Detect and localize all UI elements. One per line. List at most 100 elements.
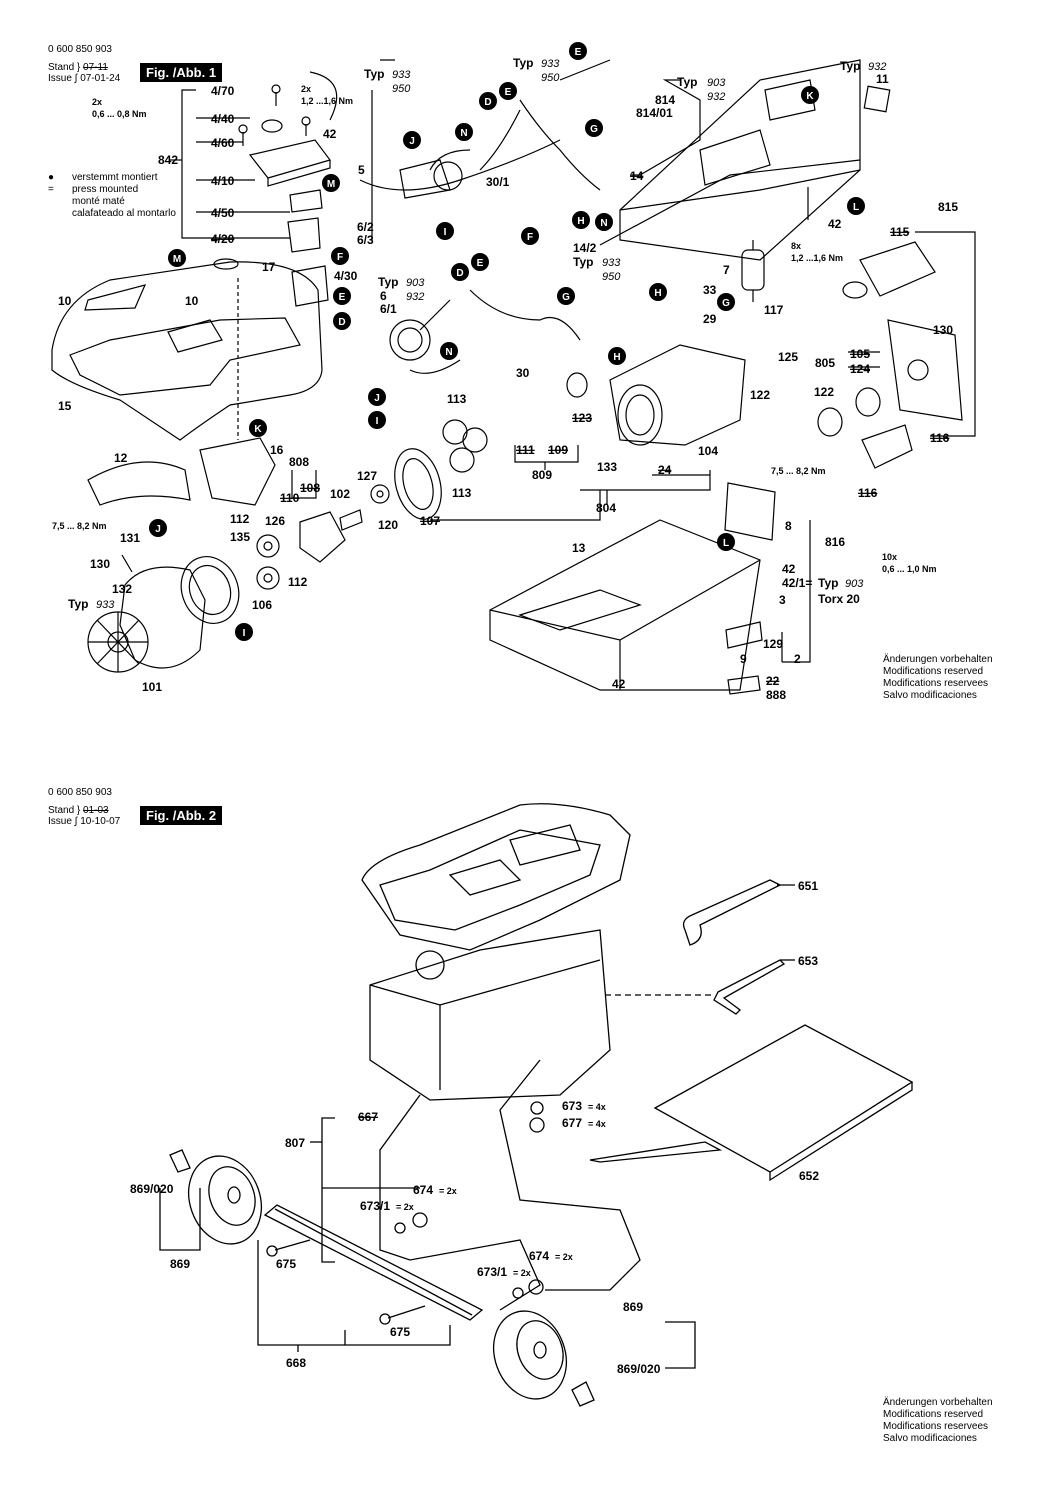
connector-h-1-part [572,211,590,229]
connector-m-2-part: M [173,254,181,265]
label-10-a: 10 [58,294,72,308]
label-4-70: 4/70 [211,84,235,98]
legend-line-en: press mounted [72,184,139,195]
label-7: 7 [723,263,730,277]
connector-j-1-part [403,131,421,149]
connector-e-1: E [499,82,517,100]
connector-d-2: D [333,312,351,330]
torque-c: 1,2 ...1,6 Nm [791,253,843,263]
torque-f: 0,6 ... 1,0 Nm [882,564,937,574]
label-42-a: 42 [323,127,337,141]
connector-i-1-part: I [444,227,447,238]
label-42-c: 42 [782,562,796,576]
legend-line-es: calafateado al montarlo [72,208,176,219]
disclaimer2-fr: Modifications reservees [883,1421,989,1432]
frame-667 [379,1094,541,1311]
disclaimer-fr: Modifications reservees [883,678,989,689]
label-16: 16 [270,443,284,457]
part-labels: 4/70 4/40 4/60 842 4/10 4/50 4/20 4/30 4… [52,56,958,1376]
label-122-a: 122 [814,385,834,399]
fig2-doc-number: 0 600 850 903 [48,787,112,798]
label-805: 805 [815,356,835,370]
label-108: 108 [300,481,320,495]
label-104: 104 [698,444,718,458]
connector-j-1: J [403,131,421,149]
label-typ-932-3: 932 [707,91,725,103]
label-816: 816 [825,535,845,549]
connector-j-1-part: J [409,136,415,147]
connector-j-3: J [149,519,167,537]
torque-b-count: 2x [301,84,311,94]
connector-l-2-part: L [723,538,729,549]
connector-j-2-part [368,388,386,406]
connector-n-1-part [455,123,473,141]
label-107: 107 [420,514,440,528]
label-102: 102 [330,487,350,501]
label-130-a: 130 [933,323,953,337]
connector-h-1: H [572,211,590,229]
connector-i-1-part [436,222,454,240]
fig2-issue: Issue ∫ 10-10-07 [48,816,121,827]
connector-h-3: H [649,283,667,301]
label-675-b: 675 [390,1325,410,1339]
connector-j-3-part [149,519,167,537]
fig2-issue-label: Issue [48,816,72,827]
connector-m-2: M [168,249,186,267]
axle-668 [263,1204,484,1321]
connector-e-2: E [333,287,351,305]
label-6-3: 6/3 [357,233,374,247]
torque-a: 0,6 ... 0,8 Nm [92,109,147,119]
connector-l-1: L [847,197,865,215]
shredder-body [369,929,611,1101]
connector-n-3-part: N [445,347,452,358]
fig2-issue-value: 10-10-07 [80,816,121,827]
connector-l-2: L [717,533,735,551]
fig1-stand-value: 07-11 [83,62,108,73]
connector-h-2-part: H [613,352,620,363]
connector-i-2-part: I [376,416,379,427]
connector-g-1: G [585,119,603,137]
connector-k-1: K [801,86,819,104]
label-652: 652 [799,1169,819,1183]
torque-d: 7,5 ... 8,2 Nm [771,466,826,476]
connector-f-1-part: E [575,47,582,58]
connector-e-2-part [333,287,351,305]
connector-n-1: N [455,123,473,141]
label-42-b: 42 [828,217,842,231]
connector-g-3-part [717,293,735,311]
connector-m-1-part: M [327,179,335,190]
connector-h-3-part [649,283,667,301]
connector-g-3-part: G [722,298,730,309]
connector-n-3-part [440,342,458,360]
connector-i-2: I [368,411,386,429]
connector-m-1-part [322,174,340,192]
label-132: 132 [112,582,132,596]
label-typ-932-6: 932 [406,291,424,303]
manual-652 [653,1024,914,1173]
label-869-020-a: 869/020 [130,1182,174,1196]
connector-m-2-part [168,249,186,267]
connector-m-1: M [322,174,340,192]
torque-e: 7,5 ... 8,2 Nm [52,521,107,531]
label-113-a: 113 [447,392,467,406]
fig1-title: Fig. /Abb. 1 [140,63,223,82]
label-typ-950-2: 950 [541,72,560,84]
connector-markers: E D E G J N H N I K L M F E D M F D E G … [149,42,865,641]
label-807: 807 [285,1136,305,1150]
fig2-title: Fig. /Abb. 2 [140,806,223,825]
hopper-top-15 [51,261,323,441]
label-113-b: 113 [452,486,472,500]
torque-a-count: 2x [92,97,102,107]
label-111: 111 [516,443,535,457]
label-8: 8 [785,519,792,533]
label-677: 677 [562,1116,582,1130]
label-869-a: 869 [170,1257,190,1271]
connector-l-1-part [847,197,865,215]
label-115: 115 [890,225,910,239]
disclaimer2-es: Salvo modificaciones [883,1433,977,1444]
label-5: 5 [358,163,365,177]
label-4-60: 4/60 [211,136,235,150]
connector-e-3-part: E [477,258,484,269]
